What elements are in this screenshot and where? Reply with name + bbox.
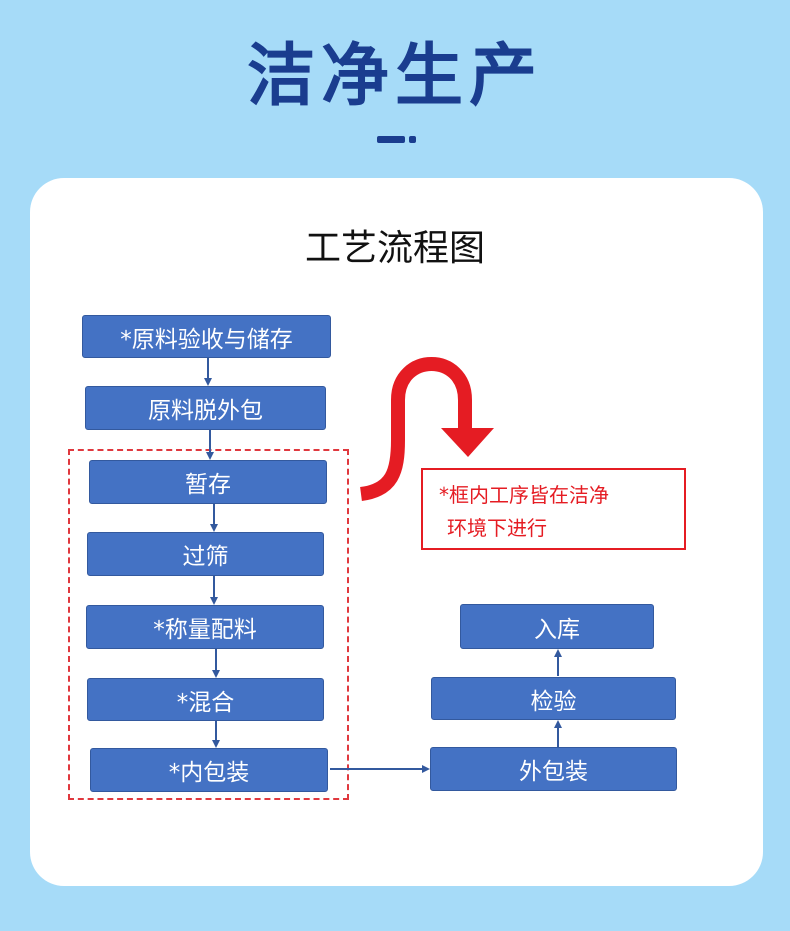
- step-receive-store: *原料验收与储存: [82, 315, 331, 358]
- step-unpack: 原料脱外包: [85, 386, 326, 430]
- step-inner-pack: *内包装: [90, 748, 328, 792]
- clean-zone-dashed-box: [68, 449, 349, 800]
- title-underline-dot: [409, 136, 416, 143]
- clean-environment-note: *框内工序皆在洁净 环境下进行: [421, 468, 686, 550]
- step-mix: *混合: [87, 678, 324, 721]
- title-underline: [377, 136, 405, 143]
- step-temp-store: 暂存: [89, 460, 327, 504]
- step-inspect: 检验: [431, 677, 676, 720]
- step-warehouse: 入库: [460, 604, 654, 649]
- step-sieve: 过筛: [87, 532, 324, 576]
- red-curved-arrow: [359, 357, 472, 501]
- step-weigh: *称量配料: [86, 605, 324, 649]
- note-line-1: *框内工序皆在洁净: [439, 483, 609, 507]
- diagram-title: 工艺流程图: [304, 228, 485, 269]
- red-arrow-head: [441, 428, 494, 457]
- note-line-2: 环境下进行: [447, 516, 547, 540]
- page-title: 洁净生产: [246, 37, 543, 116]
- step-outer-pack: 外包装: [430, 747, 677, 791]
